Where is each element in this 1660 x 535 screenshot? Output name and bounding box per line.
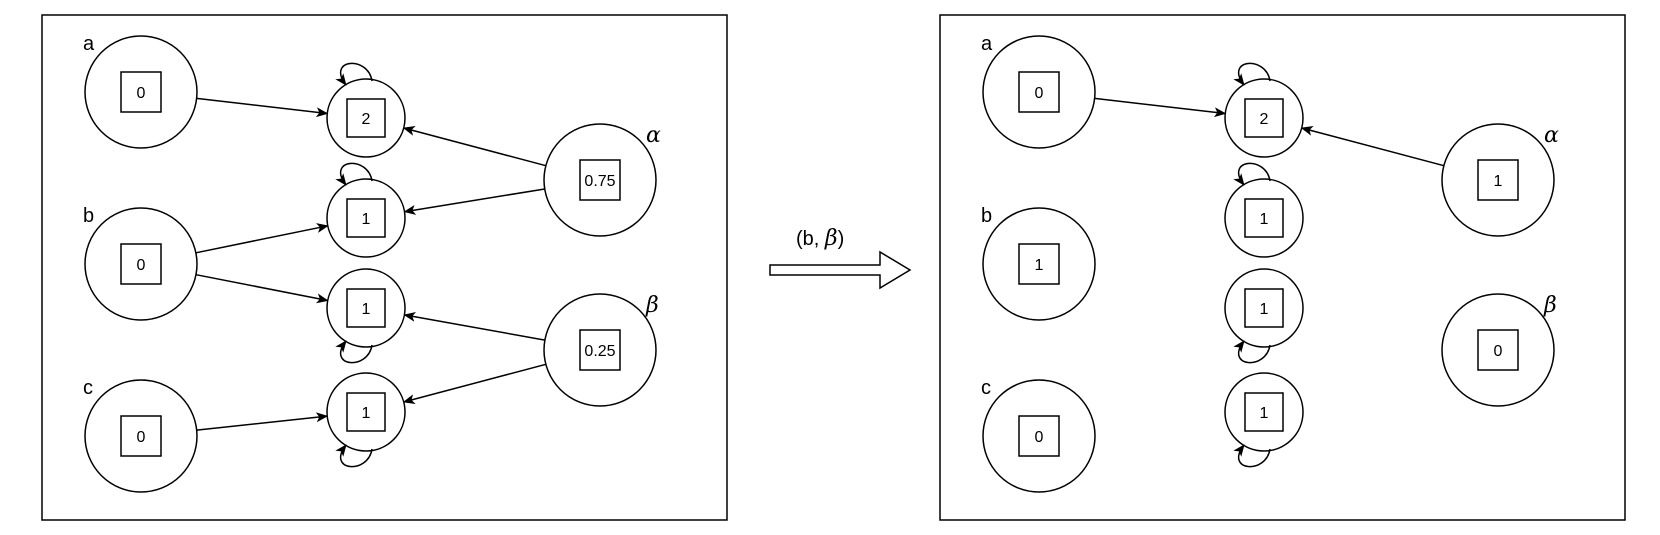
transition-arrow (769, 250, 912, 290)
node-value: 1 (1260, 301, 1269, 318)
node-value-box (120, 71, 162, 113)
node-value: 0.25 (584, 343, 615, 360)
node-label: a (981, 33, 993, 55)
node-a: 0a (981, 33, 1096, 149)
node-value: 1 (1494, 173, 1503, 190)
node-value: 1 (1260, 405, 1269, 422)
node-value-box (346, 392, 386, 432)
node-c: 0c (981, 377, 1096, 493)
node-b: 0b (83, 205, 198, 321)
node-value-box (1477, 329, 1519, 371)
node-label: β (645, 293, 659, 318)
node-m3: 1 (326, 268, 406, 348)
node-label: α (1544, 123, 1559, 148)
node-b: 1b (981, 205, 1096, 321)
node-value: 1 (362, 301, 371, 318)
node-m3: 1 (1224, 268, 1304, 348)
node-beta: 0β (1441, 293, 1557, 407)
edge-a-m1 (1094, 97, 1227, 118)
edge-alpha-m2 (403, 188, 545, 215)
edge-b-m2 (195, 223, 329, 254)
transition-label: (b, β) (796, 226, 844, 251)
node-label: β (1543, 293, 1557, 318)
node-m1: 2 (1224, 78, 1304, 158)
node-m2: 1 (326, 178, 406, 258)
node-value: 0 (1494, 343, 1503, 360)
edge-beta-m4 (402, 363, 547, 405)
node-value: 2 (1260, 111, 1269, 128)
node-m1: 2 (326, 78, 406, 158)
node-value: 1 (362, 211, 371, 228)
node-value: 0 (137, 429, 146, 446)
node-value: 0 (1035, 429, 1044, 446)
node-value: 1 (1035, 257, 1044, 274)
node-value-box (346, 288, 386, 328)
node-value: 2 (362, 111, 371, 128)
self-loop-m2 (335, 162, 373, 186)
node-value-box (1018, 243, 1060, 285)
node-value-box (1477, 159, 1519, 201)
node-value-box (579, 329, 621, 371)
node-m2: 1 (1224, 178, 1304, 258)
node-value-box (1244, 288, 1284, 328)
node-value-box (579, 159, 621, 201)
node-value: 0 (137, 85, 146, 102)
self-loop-m4 (335, 444, 373, 468)
transition-label-suffix: ) (838, 228, 845, 250)
self-loop-m2 (1233, 162, 1271, 186)
self-loop-m3 (335, 340, 373, 364)
transition-label-prefix: (b, (796, 228, 825, 250)
node-m4: 1 (326, 372, 406, 452)
panel-frame (939, 14, 1626, 521)
edge-alpha-m1 (402, 125, 547, 167)
node-value: 0.75 (584, 173, 615, 190)
edge-alpha-m1 (1300, 125, 1445, 167)
node-label: b (981, 205, 992, 227)
panel-frame (41, 14, 728, 521)
node-beta: 0.25 β (543, 293, 659, 407)
node-alpha: 1α (1441, 123, 1559, 237)
node-alpha: 0.75 α (543, 123, 661, 237)
node-value-box (1018, 71, 1060, 113)
node-value-box (120, 243, 162, 285)
node-value-box (1244, 392, 1284, 432)
node-value: 0 (1035, 85, 1044, 102)
self-loop-m4 (1233, 444, 1271, 468)
node-c: 0c (83, 377, 198, 493)
node-value-box (1018, 415, 1060, 457)
transition-label-greek: β (824, 226, 838, 251)
node-label: a (83, 33, 95, 55)
node-a: 0a (83, 33, 198, 149)
node-value: 0 (137, 257, 146, 274)
node-value-box (346, 98, 386, 138)
edge-c-m4 (196, 412, 329, 431)
node-label: c (981, 377, 991, 399)
edge-beta-m3 (403, 311, 546, 341)
edge-b-m3 (195, 273, 329, 304)
node-value: 1 (1260, 211, 1269, 228)
self-loop-m1 (1233, 62, 1271, 86)
node-label: c (83, 377, 93, 399)
self-loop-m1 (335, 62, 373, 86)
node-value-box (120, 415, 162, 457)
node-value-box (1244, 198, 1284, 238)
edge-a-m1 (196, 97, 329, 118)
node-label: α (646, 123, 661, 148)
self-loop-m3 (1233, 340, 1271, 364)
node-m4: 1 (1224, 372, 1304, 452)
node-value-box (1244, 98, 1284, 138)
node-value: 1 (362, 405, 371, 422)
node-value-box (346, 198, 386, 238)
node-label: b (83, 205, 94, 227)
